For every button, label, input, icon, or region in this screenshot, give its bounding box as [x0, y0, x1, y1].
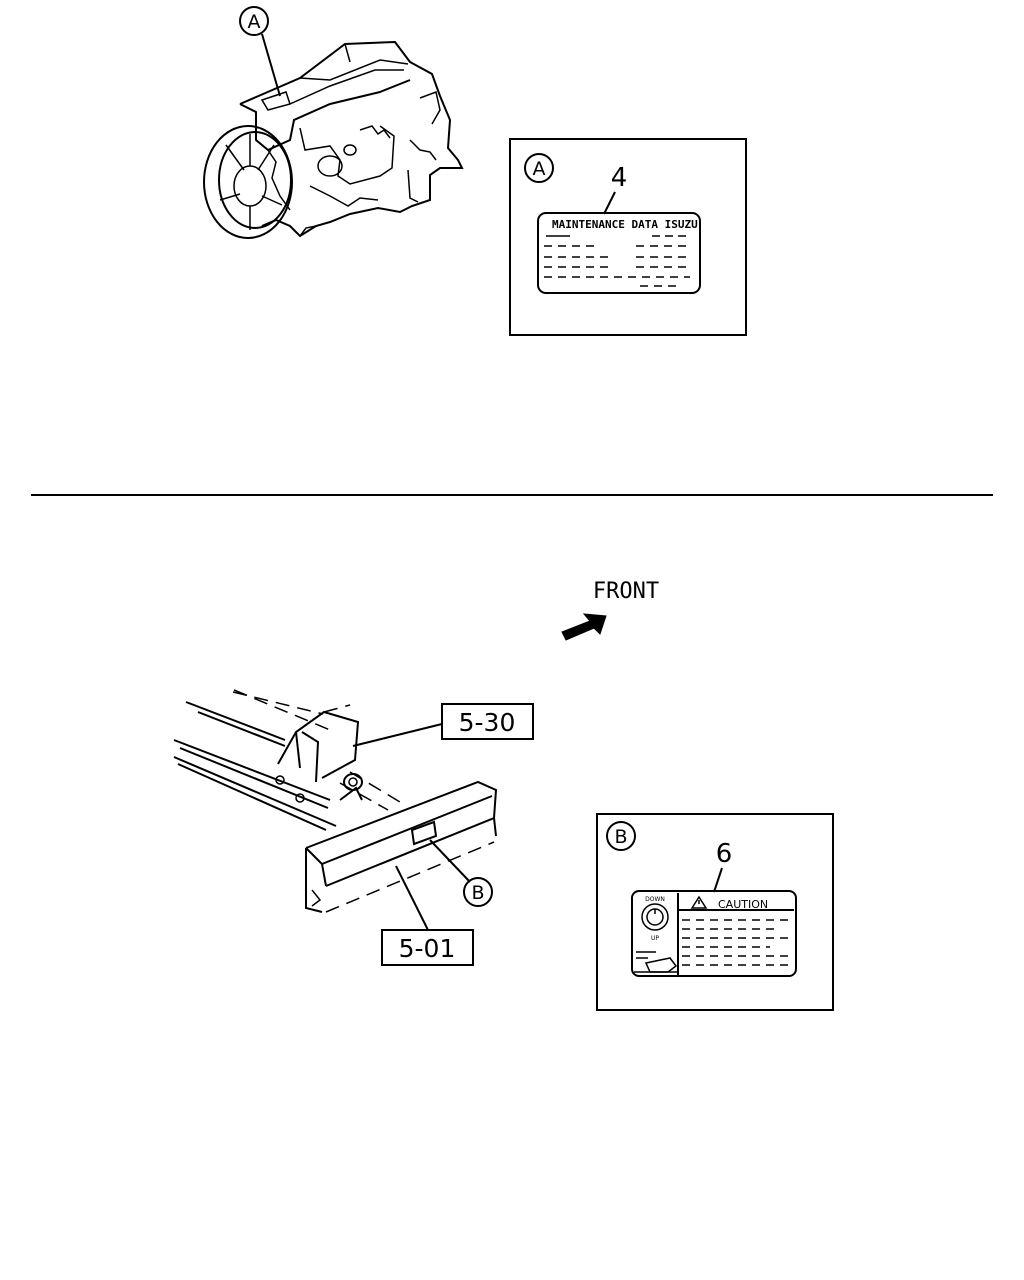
- part-number-6: 6: [716, 839, 733, 869]
- knob-down-label: DOWN: [645, 896, 665, 903]
- reference-5-30-label: 5-30: [459, 708, 516, 737]
- knob-up-label: UP: [651, 935, 659, 942]
- caution-text: CAUTION: [718, 898, 768, 911]
- detail-b-letter: B: [614, 826, 627, 848]
- reference-5-30: 5-30: [352, 703, 534, 747]
- front-arrow-icon: [561, 613, 607, 641]
- detail-box-a: A 4 MAINTENANCE DATA ISUZU: [509, 138, 747, 336]
- detail-a-letter: A: [533, 158, 546, 180]
- maintenance-label-title: MAINTENANCE DATA ISUZU: [552, 218, 698, 231]
- callout-a-engine: A: [239, 6, 281, 97]
- frame-crossmember-illustration: [173, 689, 498, 913]
- part-number-4: 4: [611, 163, 628, 193]
- reference-5-01: 5-01: [381, 865, 474, 966]
- callout-a-letter: A: [248, 11, 261, 33]
- caution-label: DOWN UP CAUTION: [631, 890, 797, 977]
- callout-b-letter: B: [471, 882, 484, 904]
- engine-illustration: [203, 40, 464, 239]
- front-label: FRONT: [593, 579, 659, 604]
- reference-5-01-label: 5-01: [399, 934, 456, 963]
- maintenance-data-label: MAINTENANCE DATA ISUZU: [537, 212, 701, 294]
- knob-icon: [641, 903, 669, 931]
- warning-triangle-icon: [690, 895, 708, 909]
- callout-b-frame: B: [429, 839, 493, 907]
- detail-box-b: B 6 DOWN UP CAUTION: [596, 813, 834, 1011]
